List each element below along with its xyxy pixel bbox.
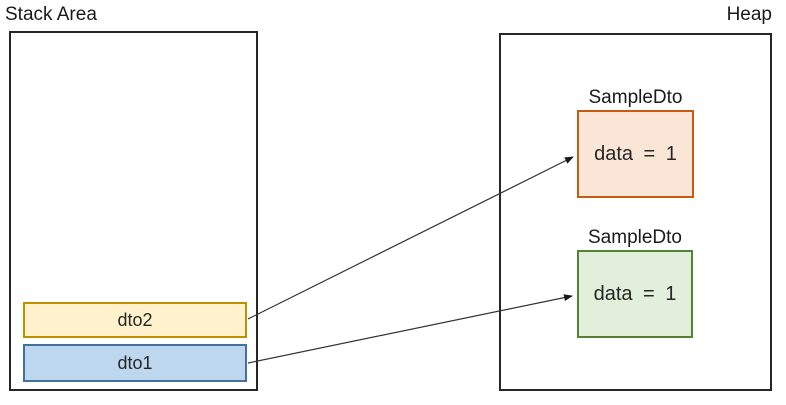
object-box-top: data = 1 <box>577 110 694 198</box>
field-value-bottom: data = 1 <box>593 282 677 305</box>
heap-title: Heap <box>726 4 772 25</box>
variable-label-dto2: dto2 <box>117 309 153 330</box>
stack-variable-dto2: dto2 <box>23 302 247 338</box>
field-value-top: data = 1 <box>594 142 677 165</box>
class-name-label-top: SampleDto <box>588 87 683 108</box>
stack-variable-dto1: dto1 <box>23 344 247 382</box>
object-box-bottom: data = 1 <box>577 250 693 338</box>
class-name-label-bottom: SampleDto <box>588 227 682 248</box>
stack-area-title: Stack Area <box>5 4 97 25</box>
heap-object-sampledto-top: SampleDto data = 1 <box>577 86 694 198</box>
variable-label-dto1: dto1 <box>117 352 153 373</box>
heap-object-sampledto-bottom: SampleDto data = 1 <box>577 226 693 338</box>
